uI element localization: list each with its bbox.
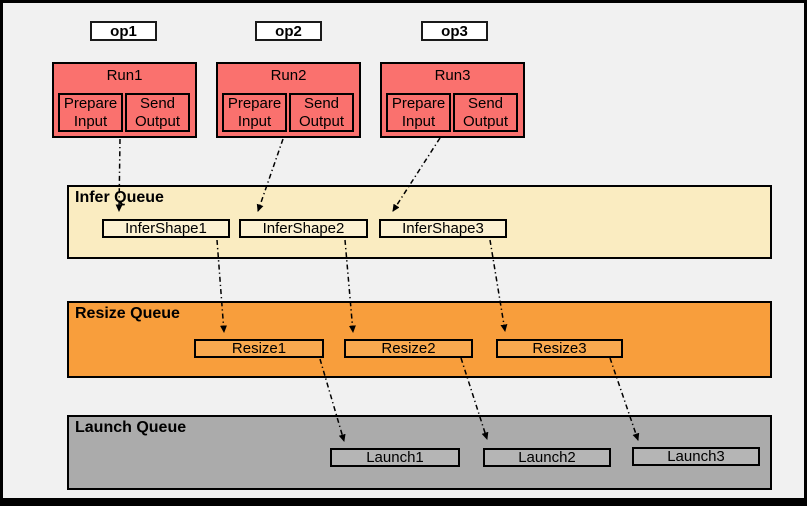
run1-prepare-input-box: Prepare Input xyxy=(58,93,123,132)
run2-box: Run2 Prepare Input Send Output xyxy=(216,62,361,138)
op2-label: op2 xyxy=(255,21,322,41)
run3-send-output-box: Send Output xyxy=(453,93,518,132)
run1-title: Run1 xyxy=(106,67,143,84)
op3-label: op3 xyxy=(421,21,488,41)
launch2-box: Launch2 xyxy=(483,448,611,467)
run3-box: Run3 Prepare Input Send Output xyxy=(380,62,525,138)
infershape2-box: InferShape2 xyxy=(239,219,368,238)
run1-box: Run1 Prepare Input Send Output xyxy=(52,62,197,138)
resize2-box: Resize2 xyxy=(344,339,473,358)
run1-send-output-box: Send Output xyxy=(125,93,190,132)
infershape3-box: InferShape3 xyxy=(379,219,507,238)
op1-label: op1 xyxy=(90,21,157,41)
run3-prepare-input-box: Prepare Input xyxy=(386,93,451,132)
launch-queue-title: Launch Queue xyxy=(75,419,187,436)
resize3-box: Resize3 xyxy=(496,339,623,358)
infershape1-box: InferShape1 xyxy=(102,219,230,238)
resize1-box: Resize1 xyxy=(194,339,324,358)
resize-queue-title: Resize Queue xyxy=(75,305,180,322)
infer-queue-title: Infer Queue xyxy=(75,189,164,206)
launch1-box: Launch1 xyxy=(330,448,460,467)
resize-queue-band: Resize Queue xyxy=(67,301,772,378)
run3-title: Run3 xyxy=(434,67,471,84)
launch3-box: Launch3 xyxy=(632,447,760,466)
run2-send-output-box: Send Output xyxy=(289,93,354,132)
run2-prepare-input-box: Prepare Input xyxy=(222,93,287,132)
run2-title: Run2 xyxy=(270,67,307,84)
